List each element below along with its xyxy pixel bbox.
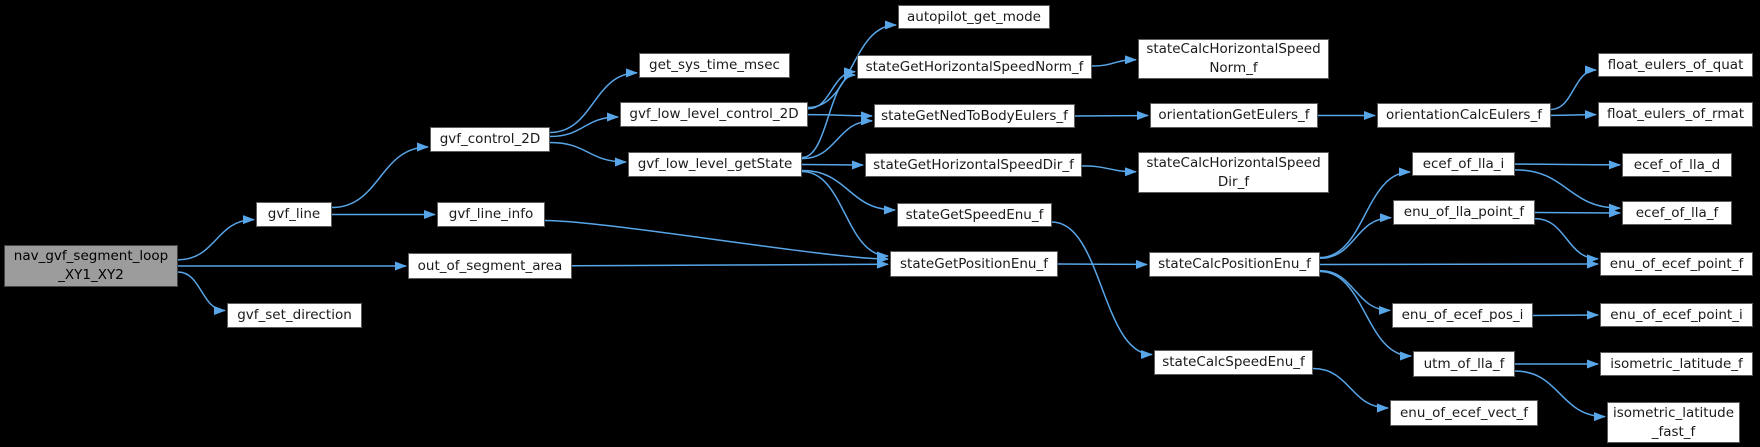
graph-node-gvf_set_direction[interactable]: gvf_set_direction bbox=[227, 303, 362, 328]
graph-node-stateCalcHorizontalSpeedDir_f[interactable]: stateCalcHorizontalSpeed Dir_f bbox=[1138, 152, 1329, 193]
graph-node-label: autopilot_get_mode bbox=[907, 8, 1041, 25]
graph-node-label: stateCalcPositionEnu_f bbox=[1158, 256, 1311, 272]
graph-node-get_sys_time_msec[interactable]: get_sys_time_msec bbox=[639, 53, 790, 78]
graph-node-label: get_sys_time_msec bbox=[649, 57, 780, 73]
graph-node-isometric_latitude_f[interactable]: isometric_latitude_f bbox=[1600, 352, 1753, 376]
edge-stateGetSpeedEnu_f--stateCalcSpeedEnu_f bbox=[1051, 221, 1153, 359]
graph-node-ecef_of_lla_f[interactable]: ecef_of_lla_f bbox=[1622, 201, 1732, 225]
graph-node-float_eulers_of_quat[interactable]: float_eulers_of_quat bbox=[1598, 53, 1753, 77]
edge-gvf_line--gvf_control_2D bbox=[331, 142, 429, 209]
graph-node-label: ecef_of_lla_d bbox=[1633, 156, 1721, 173]
edge-stateCalcPositionEnu_f--enu_of_ecef_pos_i bbox=[1319, 269, 1391, 315]
graph-node-enu_of_ecef_point_i[interactable]: enu_of_ecef_point_i bbox=[1600, 303, 1753, 327]
graph-node-label: out_of_segment_area bbox=[417, 257, 563, 274]
graph-node-label: ecef_of_lla_f bbox=[1635, 204, 1719, 221]
graph-node-label: ecef_of_lla_i bbox=[1422, 155, 1505, 172]
graph-node-stateGetHorizontalSpeedDir_f[interactable]: stateGetHorizontalSpeedDir_f bbox=[865, 153, 1082, 177]
graph-node-label: enu_of_ecef_point_f bbox=[1609, 255, 1744, 272]
graph-node-stateGetPositionEnu_f[interactable]: stateGetPositionEnu_f bbox=[890, 251, 1058, 277]
graph-node-label: stateCalcHorizontalSpeed Dir_f bbox=[1146, 154, 1321, 190]
graph-node-orientationCalcEulers_f[interactable]: orientationCalcEulers_f bbox=[1377, 103, 1551, 128]
edge-stateCalcPositionEnu_f--utm_of_lla_f bbox=[1319, 270, 1412, 361]
graph-node-label: stateGetPositionEnu_f bbox=[900, 255, 1048, 272]
graph-node-label: stateGetHorizontalSpeedDir_f bbox=[873, 156, 1074, 173]
graph-node-isometric_latitude_fast_f[interactable]: isometric_latitude _fast_f bbox=[1607, 402, 1740, 443]
graph-node-stateGetHorizontalSpeedNorm_f[interactable]: stateGetHorizontalSpeedNorm_f bbox=[857, 55, 1092, 79]
graph-node-enu_of_ecef_vect_f[interactable]: enu_of_ecef_vect_f bbox=[1390, 400, 1538, 426]
graph-node-label: gvf_low_level_control_2D bbox=[629, 106, 799, 122]
edge-stateCalcSpeedEnu_f--enu_of_ecef_vect_f bbox=[1312, 367, 1389, 413]
edge-nav_gvf_segment_loop_XY1_XY2--gvf_set_direction bbox=[177, 271, 226, 316]
graph-node-label: float_eulers_of_rmat bbox=[1606, 106, 1745, 122]
graph-node-label: stateCalcSpeedEnu_f bbox=[1162, 354, 1305, 370]
edge-ecef_of_lla_i--ecef_of_lla_f bbox=[1514, 169, 1621, 213]
graph-node-label: enu_of_lla_point_f bbox=[1403, 204, 1525, 220]
graph-node-label: enu_of_ecef_vect_f bbox=[1400, 404, 1528, 421]
graph-node-label: orientationGetEulers_f bbox=[1158, 107, 1310, 123]
graph-node-gvf_control_2D[interactable]: gvf_control_2D bbox=[430, 127, 550, 152]
graph-node-nav_gvf_segment_loop_XY1_XY2[interactable]: nav_gvf_segment_loop _XY1_XY2 bbox=[4, 245, 178, 287]
edge-gvf_line_info--stateGetPositionEnu_f bbox=[544, 219, 889, 264]
graph-node-label: gvf_line bbox=[267, 206, 321, 222]
graph-node-stateGetSpeedEnu_f[interactable]: stateGetSpeedEnu_f bbox=[897, 203, 1052, 227]
graph-node-label: stateCalcHorizontalSpeed Norm_f bbox=[1146, 41, 1321, 76]
graph-node-stateGetNedToBodyEulers_f[interactable]: stateGetNedToBodyEulers_f bbox=[874, 104, 1075, 128]
graph-node-label: isometric_latitude _fast_f bbox=[1612, 404, 1735, 440]
graph-node-label: orientationCalcEulers_f bbox=[1386, 107, 1542, 123]
graph-node-label: gvf_set_direction bbox=[237, 307, 352, 323]
edge-enu_of_lla_point_f--enu_of_ecef_point_f bbox=[1534, 217, 1599, 264]
graph-node-label: utm_of_lla_f bbox=[1423, 355, 1505, 372]
graph-node-enu_of_ecef_point_f[interactable]: enu_of_ecef_point_f bbox=[1600, 252, 1753, 276]
graph-node-stateCalcSpeedEnu_f[interactable]: stateCalcSpeedEnu_f bbox=[1154, 350, 1313, 375]
edge-utm_of_lla_f--isometric_latitude_fast_f bbox=[1514, 370, 1606, 422]
graph-node-label: gvf_low_level_getState bbox=[637, 156, 793, 172]
edge-gvf_control_2D--get_sys_time_msec bbox=[549, 68, 638, 134]
graph-node-enu_of_ecef_pos_i[interactable]: enu_of_ecef_pos_i bbox=[1392, 303, 1533, 328]
graph-node-float_eulers_of_rmat[interactable]: float_eulers_of_rmat bbox=[1598, 102, 1753, 127]
edge-ecef_of_lla_i--ecef_of_lla_d bbox=[1514, 160, 1621, 170]
graph-node-gvf_low_level_getState[interactable]: gvf_low_level_getState bbox=[628, 152, 802, 177]
graph-node-ecef_of_lla_i[interactable]: ecef_of_lla_i bbox=[1412, 152, 1515, 176]
graph-node-gvf_line[interactable]: gvf_line bbox=[256, 202, 332, 227]
graph-node-label: enu_of_ecef_pos_i bbox=[1401, 307, 1524, 323]
edge-gvf_low_level_getState--stateGetSpeedEnu_f bbox=[801, 169, 896, 215]
graph-node-label: isometric_latitude_f bbox=[1610, 355, 1743, 372]
graph-node-gvf_low_level_control_2D[interactable]: gvf_low_level_control_2D bbox=[620, 102, 808, 127]
edge-orientationCalcEulers_f--float_eulers_of_quat bbox=[1550, 65, 1597, 111]
graph-node-out_of_segment_area[interactable]: out_of_segment_area bbox=[408, 253, 572, 279]
graph-node-autopilot_get_mode[interactable]: autopilot_get_mode bbox=[898, 5, 1050, 29]
edge-out_of_segment_area--stateGetPositionEnu_f bbox=[571, 259, 889, 269]
edge-stateCalcPositionEnu_f--ecef_of_lla_i bbox=[1319, 167, 1411, 259]
edge-gvf_control_2D--gvf_low_level_getState bbox=[549, 141, 627, 167]
edge-gvf_low_level_getState--stateGetPositionEnu_f bbox=[801, 170, 889, 261]
graph-node-enu_of_lla_point_f[interactable]: enu_of_lla_point_f bbox=[1393, 200, 1535, 225]
graph-node-label: enu_of_ecef_point_i bbox=[1610, 306, 1743, 323]
edge-gvf_low_level_control_2D--stateGetNedToBodyEulers_f bbox=[807, 111, 873, 121]
graph-node-label: stateGetSpeedEnu_f bbox=[905, 206, 1044, 223]
graph-node-label: gvf_control_2D bbox=[439, 131, 541, 147]
graph-node-gvf_line_info[interactable]: gvf_line_info bbox=[437, 202, 545, 227]
edge-gvf_low_level_getState--stateGetNedToBodyEulers_f bbox=[801, 116, 873, 160]
edge-nav_gvf_segment_loop_XY1_XY2--gvf_line bbox=[177, 215, 255, 261]
edge-gvf_low_level_getState--stateGetHorizontalSpeedNorm_f bbox=[801, 70, 856, 159]
graph-node-utm_of_lla_f[interactable]: utm_of_lla_f bbox=[1413, 351, 1515, 377]
edge-orientationCalcEulers_f--float_eulers_of_rmat bbox=[1550, 110, 1597, 120]
edge-stateCalcPositionEnu_f--enu_of_lla_point_f bbox=[1319, 213, 1392, 260]
graph-node-orientationGetEulers_f[interactable]: orientationGetEulers_f bbox=[1150, 103, 1318, 128]
edge-gvf_control_2D--gvf_low_level_control_2D bbox=[549, 112, 619, 138]
graph-node-stateCalcHorizontalSpeedNorm_f[interactable]: stateCalcHorizontalSpeed Norm_f bbox=[1138, 39, 1329, 79]
graph-node-label: stateGetNedToBodyEulers_f bbox=[881, 107, 1068, 124]
graph-node-label: nav_gvf_segment_loop _XY1_XY2 bbox=[13, 248, 169, 283]
graph-node-label: gvf_line_info bbox=[448, 206, 534, 222]
graph-node-ecef_of_lla_d[interactable]: ecef_of_lla_d bbox=[1622, 153, 1732, 177]
edge-stateGetHorizontalSpeedDir_f--stateCalcHorizontalSpeedDir_f bbox=[1081, 165, 1137, 177]
graph-node-label: float_eulers_of_quat bbox=[1607, 56, 1744, 73]
graph-node-label: stateGetHorizontalSpeedNorm_f bbox=[865, 58, 1084, 75]
graph-node-stateCalcPositionEnu_f[interactable]: stateCalcPositionEnu_f bbox=[1149, 252, 1320, 277]
edge-stateGetHorizontalSpeedNorm_f--stateCalcHorizontalSpeedNorm_f bbox=[1091, 55, 1137, 67]
